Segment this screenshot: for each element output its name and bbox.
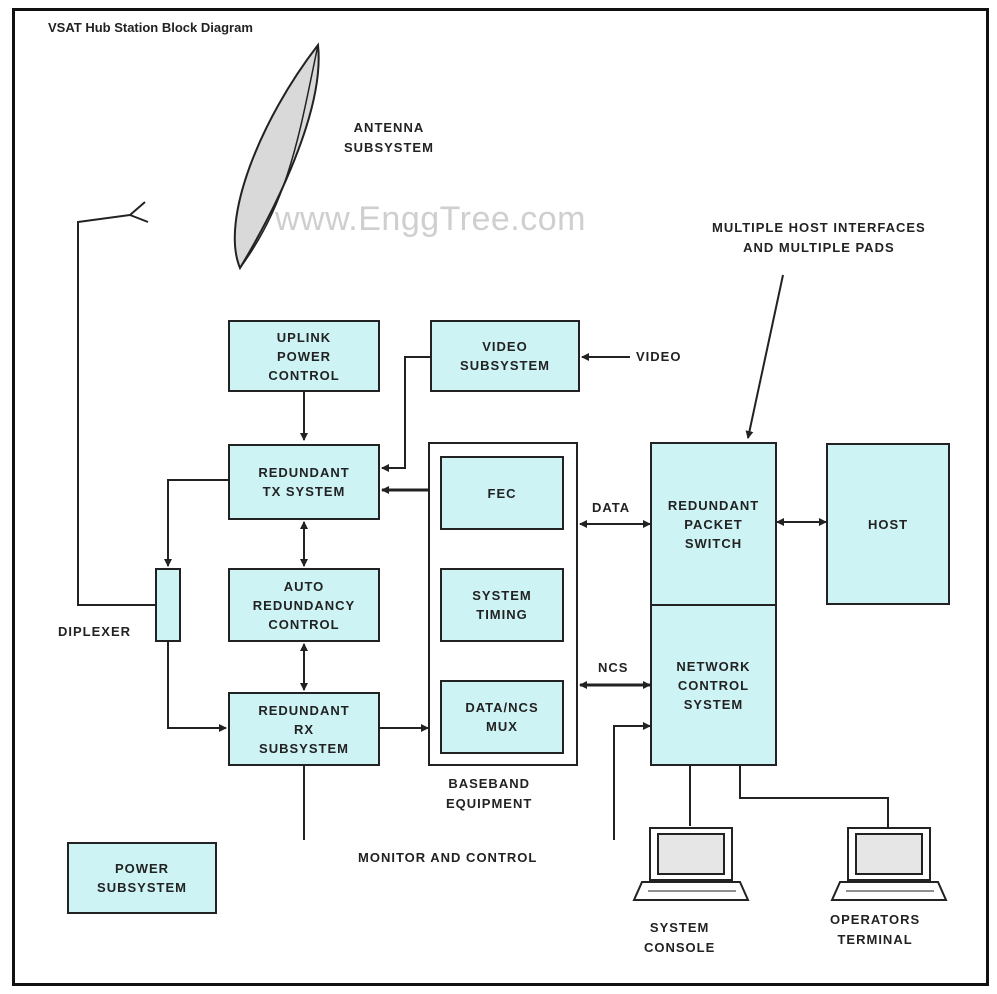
diplexer-block	[155, 568, 181, 642]
diplexer-label: DIPLEXER	[58, 622, 131, 642]
redundant-packet-switch-block: REDUNDANT PACKET SWITCH	[650, 442, 777, 606]
data-label: DATA	[592, 498, 630, 518]
computer-terminal-icon	[832, 828, 946, 900]
video-to-tx-arrow	[382, 357, 430, 468]
diplexer-to-rx-arrow	[168, 642, 226, 728]
monitor-and-control-label: MONITOR AND CONTROL	[358, 848, 537, 868]
redundant-rx-subsystem-block: REDUNDANT RX SUBSYSTEM	[228, 692, 380, 766]
fec-block: FEC	[440, 456, 564, 530]
network-control-system-block: NETWORK CONTROL SYSTEM	[650, 604, 777, 766]
operators-terminal-label: OPERATORS TERMINAL	[830, 910, 920, 950]
redundant-tx-system-block: REDUNDANT TX SYSTEM	[228, 444, 380, 520]
host-block: HOST	[826, 443, 950, 605]
uplink-power-control-block: UPLINK POWER CONTROL	[228, 320, 380, 392]
system-timing-block: SYSTEM TIMING	[440, 568, 564, 642]
monitor-to-ncs-arrow	[614, 726, 650, 840]
baseband-equipment-label: BASEBAND EQUIPMENT	[446, 774, 532, 814]
ncs-to-terminal-line	[740, 766, 888, 828]
antenna-feed-line	[78, 202, 155, 605]
power-subsystem-block: POWER SUBSYSTEM	[67, 842, 217, 914]
system-console-label: SYSTEM CONSOLE	[644, 918, 715, 958]
multiple-host-interfaces-label: MULTIPLE HOST INTERFACES AND MULTIPLE PA…	[712, 218, 926, 258]
multiple-host-pointer	[748, 275, 783, 438]
antenna-subsystem-label: ANTENNA SUBSYSTEM	[344, 118, 434, 158]
computer-terminal-icon	[634, 828, 748, 900]
video-subsystem-block: VIDEO SUBSYSTEM	[430, 320, 580, 392]
video-input-label: VIDEO	[636, 347, 681, 367]
data-ncs-mux-block: DATA/NCS MUX	[440, 680, 564, 754]
auto-redundancy-control-block: AUTO REDUNDANCY CONTROL	[228, 568, 380, 642]
tx-to-diplexer-arrow	[168, 480, 228, 566]
ncs-label: NCS	[598, 658, 628, 678]
antenna-dish-icon	[235, 45, 319, 268]
